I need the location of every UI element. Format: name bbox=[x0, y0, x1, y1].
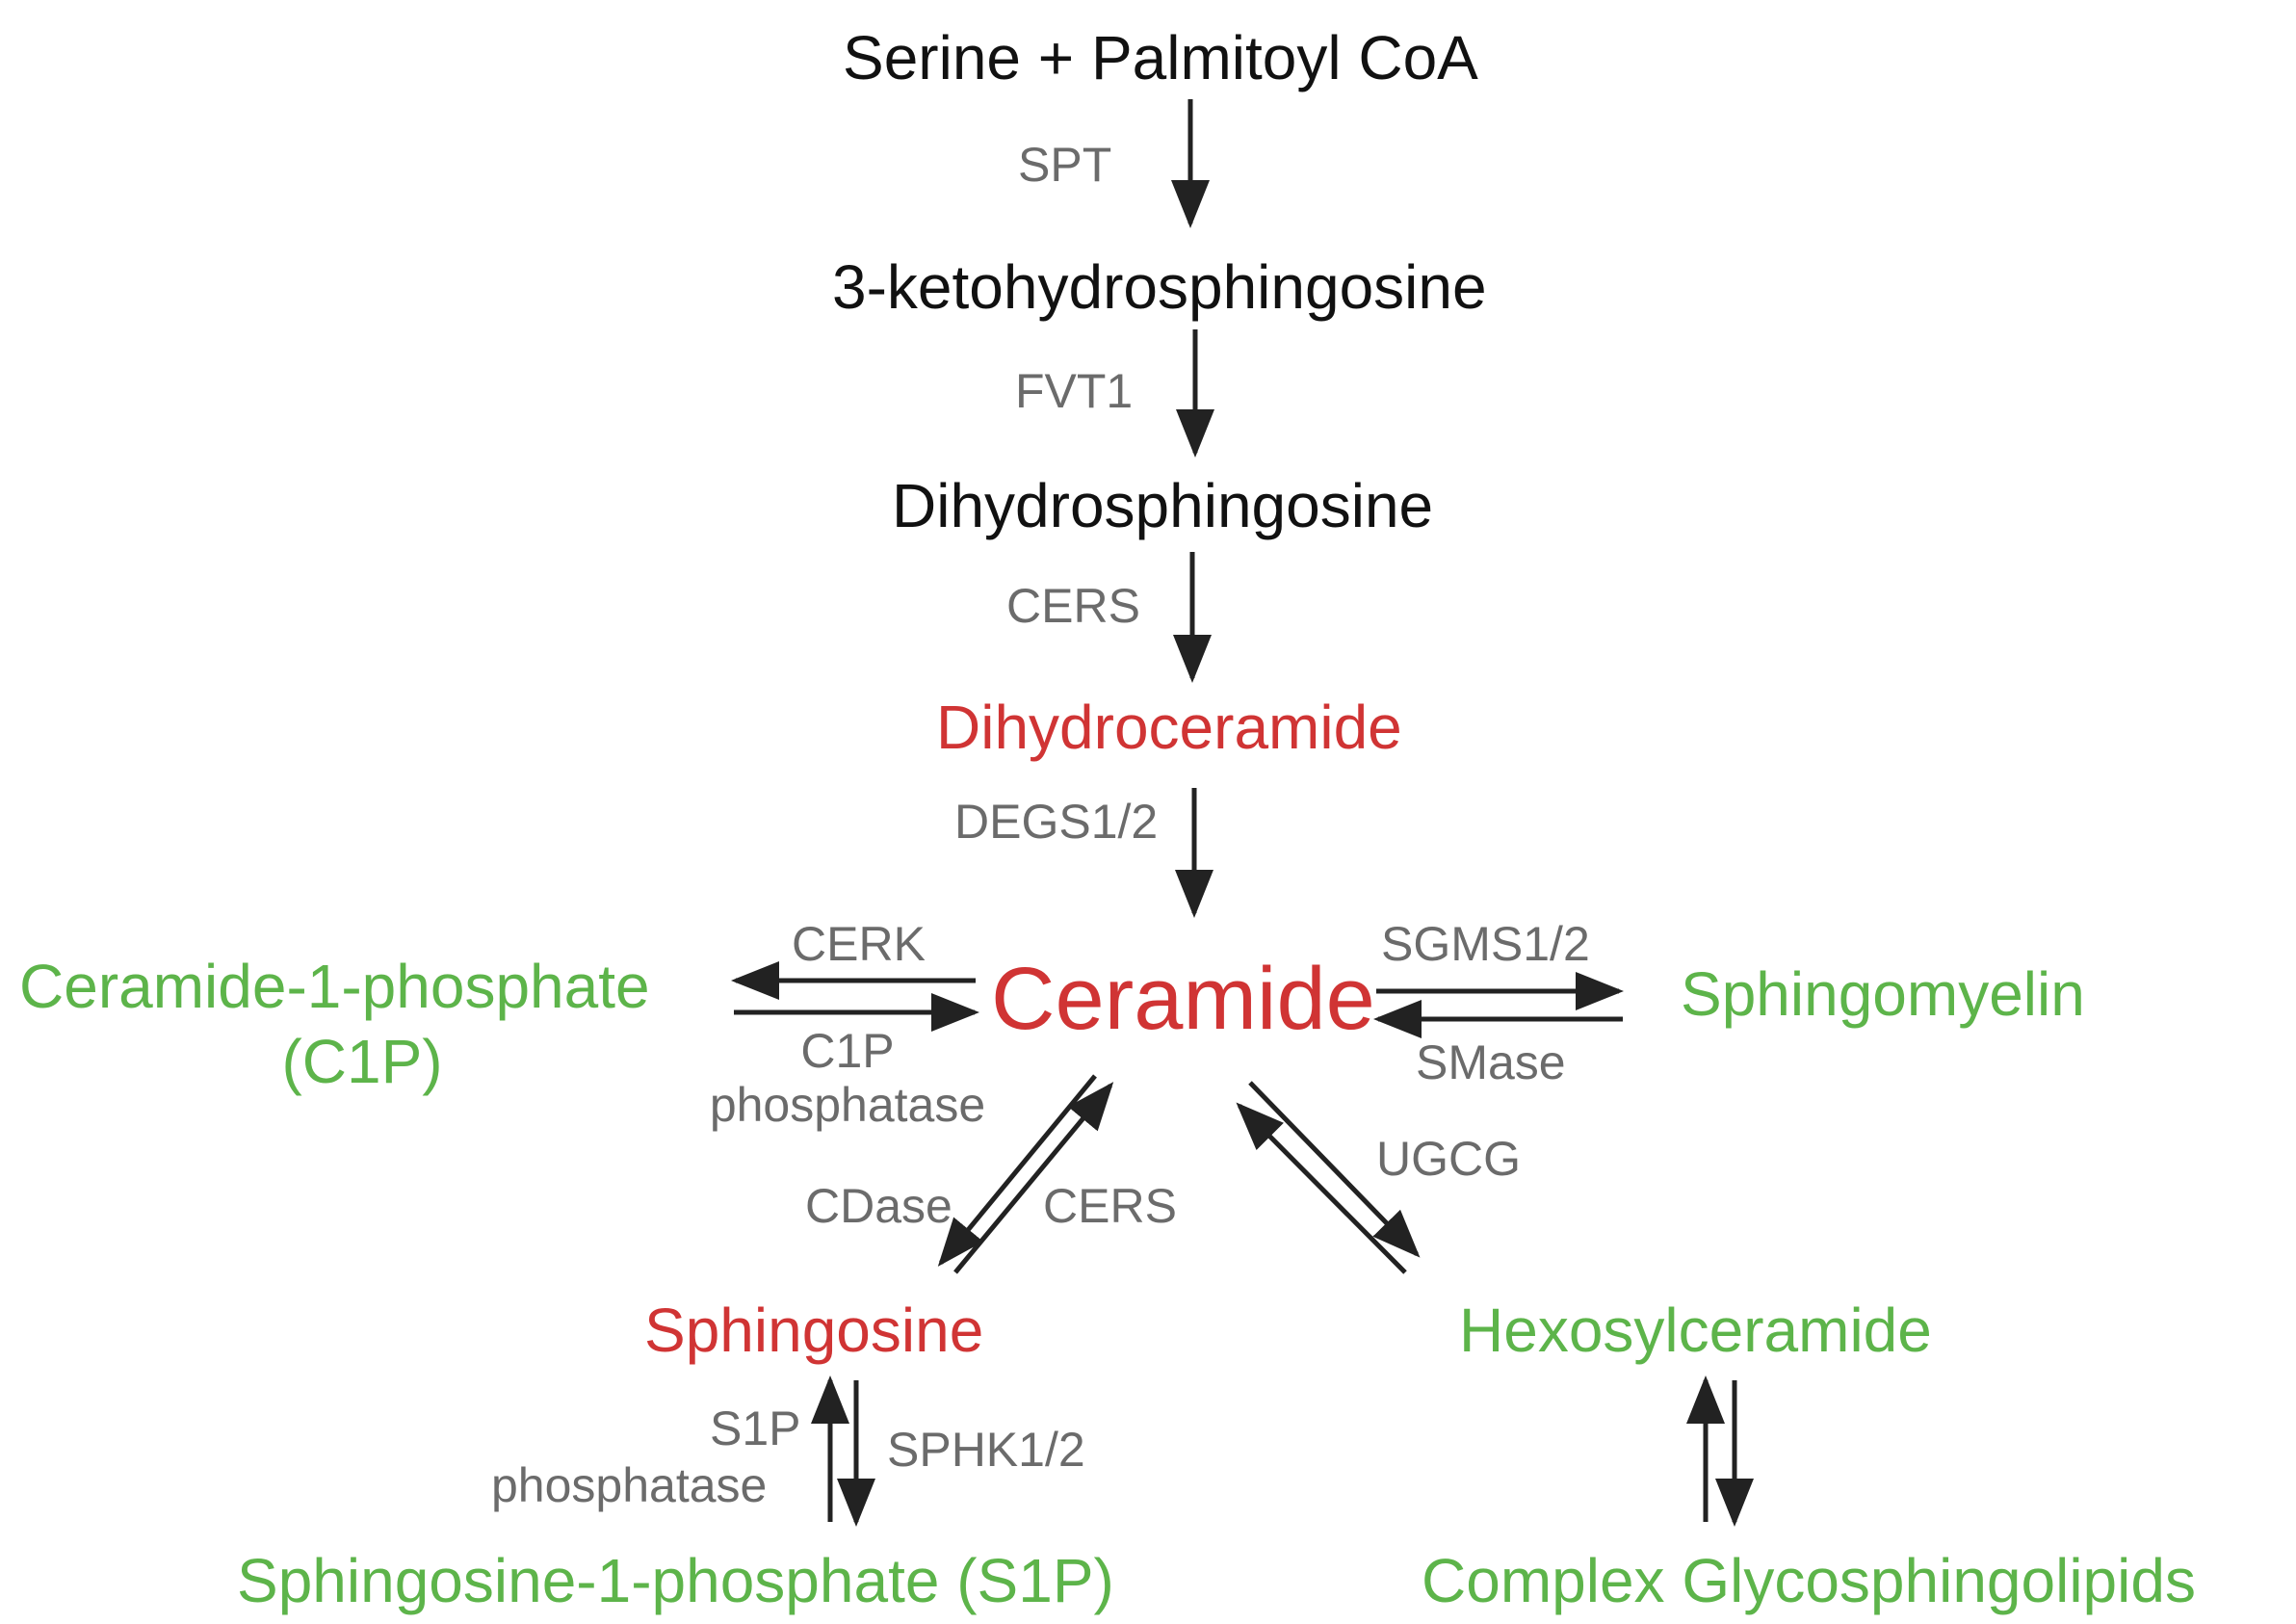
enzyme-sphk: SPHK1/2 bbox=[887, 1423, 1085, 1477]
enzyme-ugcg: UGCG bbox=[1376, 1132, 1521, 1186]
node-ceramide: Ceramide bbox=[991, 950, 1375, 1048]
node-ceramide-1-phosphate: Ceramide-1-phosphate bbox=[19, 952, 650, 1021]
node-dihydroceramide: Dihydroceramide bbox=[936, 693, 1402, 762]
node-dihydrosphingosine: Dihydrosphingosine bbox=[892, 471, 1434, 540]
node-sphingosine: Sphingosine bbox=[644, 1296, 984, 1365]
enzyme-sgms: SGMS1/2 bbox=[1381, 917, 1590, 971]
enzyme-cers-bottom: CERS bbox=[1043, 1179, 1177, 1233]
enzyme-spt: SPT bbox=[1018, 138, 1112, 192]
node-3-ketohydrosphingosine: 3-ketohydrosphingosine bbox=[832, 252, 1487, 322]
node-sphingomyelin: Sphingomyelin bbox=[1681, 959, 2085, 1029]
node-serine-palmitoyl-coa: Serine + Palmitoyl CoA bbox=[843, 23, 1478, 92]
node-complex-glycosphingolipids: Complex Glycosphingolipids bbox=[1422, 1546, 2196, 1615]
enzyme-c1p-phosphatase-line1: C1P bbox=[800, 1024, 895, 1078]
node-sphingosine-1-phosphate: Sphingosine-1-phosphate (S1P) bbox=[237, 1546, 1114, 1615]
enzyme-cerk: CERK bbox=[792, 917, 926, 971]
node-c1p-abbrev: (C1P) bbox=[281, 1027, 443, 1096]
node-hexosylceramide: Hexosylceramide bbox=[1459, 1296, 1932, 1365]
arrow-hexosyl-to-ceramide bbox=[1236, 1102, 1407, 1274]
enzyme-s1p-phosphatase-line1: S1P bbox=[710, 1401, 801, 1455]
enzyme-cdase: CDase bbox=[805, 1179, 952, 1233]
arrow-cers-bottom bbox=[953, 1082, 1114, 1274]
enzyme-degs: DEGS1/2 bbox=[954, 795, 1159, 849]
enzyme-fvt1: FVT1 bbox=[1015, 364, 1134, 418]
enzyme-smase: SMase bbox=[1416, 1035, 1566, 1089]
enzyme-cers-top: CERS bbox=[1006, 579, 1140, 633]
enzyme-s1p-phosphatase-line2: phosphatase bbox=[491, 1458, 768, 1512]
enzyme-c1p-phosphatase-line2: phosphatase bbox=[709, 1078, 986, 1132]
